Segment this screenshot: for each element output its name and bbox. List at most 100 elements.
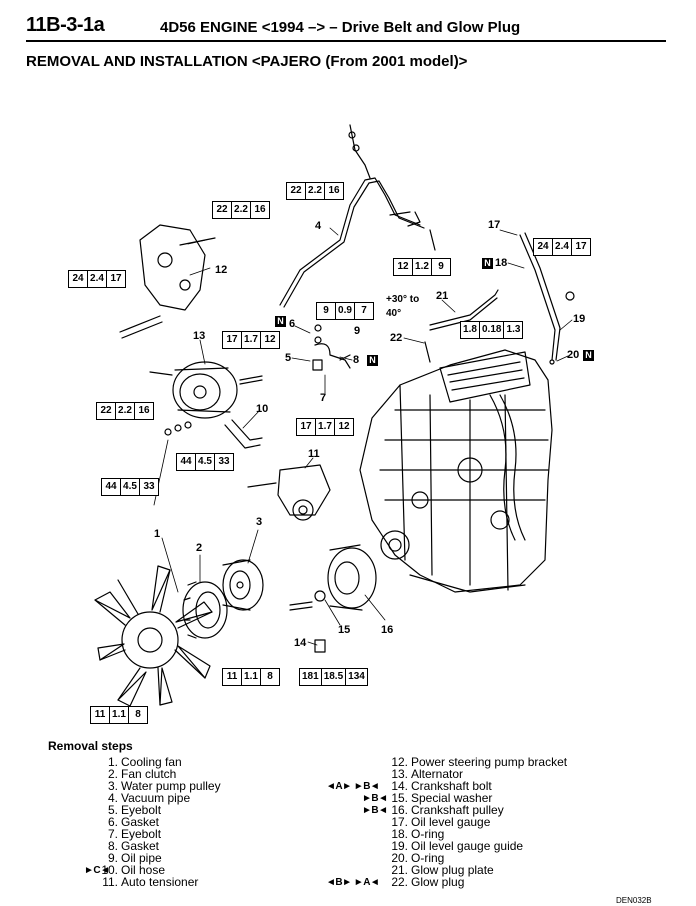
part-label-2: 2 [196,542,203,554]
part-label-16: 16 [381,624,394,636]
torque-ftlb: 17 [106,271,125,287]
ps-bracket [119,224,216,339]
torque-ftlb: 12 [260,332,279,348]
step-item: 17.Oil level gauge [391,815,491,829]
step-item: 7.Eyebolt [107,827,162,841]
alternator [149,361,263,419]
auto-tensioner [247,464,331,521]
torque-nm: 24 [72,273,84,284]
torque-ftlb: 12 [334,419,353,435]
part-label-4: 4 [315,220,322,232]
part-label-9: 9 [354,325,361,337]
part-label-11: 11 [308,448,320,460]
part-label-1: 1 [154,528,161,540]
torque-kgfm: 0.9 [335,303,354,319]
torque-ftlb: 7 [354,303,373,319]
torque-ftlb: 33 [139,479,158,495]
part-label-19: 19 [573,313,586,325]
step-item: 21.Glow plug plate [391,863,494,877]
torque-kgfm: 2.2 [115,403,134,419]
torque-kgfm: 4.5 [120,479,139,495]
part-label-7: 7 [320,392,327,404]
new-part-badge: N [482,258,493,269]
torque-nm: 44 [105,481,117,492]
torque-kgfm: 1.1 [241,669,260,685]
engine-block [359,349,553,593]
section-title: 4D56 ENGINE <1994 –> – Drive Belt and Gl… [160,19,521,36]
step-item: 9.Oil pipe [107,851,162,865]
torque-kgfm: 0.18 [479,322,503,338]
step-item: 6.Gasket [107,815,160,829]
step-marker: ►C◄ [84,865,110,876]
part-label-17: 17 [488,219,501,231]
torque-nm: 44 [180,456,192,467]
torque-kgfm: 1.1 [109,707,128,723]
step-item: 18.O-ring [391,827,445,841]
step-item: 8.Gasket [107,839,160,853]
part-label-20: 20 [567,349,580,361]
torque-nm: 22 [100,405,112,416]
header-rule [26,40,666,42]
step-item: 22.Glow plug [391,875,465,889]
step-item: 5.Eyebolt [107,803,162,817]
part-label-12: 12 [215,264,228,276]
angle-note: +30° to 40° [386,294,420,319]
step-item: 3.Water pump pulley [107,779,221,793]
step-item: 12.Power steering pump bracket [391,755,568,769]
step-marker: ◄A► ►B◄ [326,781,380,792]
part-label-14: 14 [294,637,307,649]
oil-hose [164,419,263,449]
torque-nm: 9 [323,305,329,316]
step-item: 19.Oil level gauge guide [391,839,524,853]
torque-ftlb: 8 [128,707,147,723]
torque-nm: 22 [216,204,228,215]
torque-nm: 1.8 [463,324,477,335]
part-label-3: 3 [256,516,263,528]
glow-plug-plate [424,289,499,363]
torque-nm: 11 [94,709,106,720]
part-label-13: 13 [193,330,206,342]
page-subtitle: REMOVAL AND INSTALLATION <PAJERO (From 2… [26,53,468,70]
torque-ftlb: 1.3 [503,322,522,338]
cooling-fan [94,565,213,707]
part-label-6: 6 [289,318,296,330]
torque-kgfm: 1.7 [315,419,334,435]
torque-kgfm: 4.5 [195,454,214,470]
torque-ftlb: 9 [431,259,450,275]
torque-kgfm: 18.5 [320,669,345,685]
part-label-5: 5 [285,352,292,364]
part-label-8: 8 [353,354,360,366]
document-id: DEN032B [616,896,652,905]
step-marker: ◄B► ►A◄ [326,877,380,888]
water-pump-pulley [222,559,264,611]
step-item: 16.Crankshaft pulley [391,803,504,817]
new-part-badge: N [367,355,378,366]
step-item: 11.Auto tensioner [102,875,199,889]
step-item: 4.Vacuum pipe [107,791,191,805]
torque-kgfm: 2.2 [231,202,250,218]
torque-ftlb: 16 [134,403,153,419]
step-marker: ►B◄ [362,805,388,816]
torque-nm: 17 [300,421,312,432]
new-part-badge: N [275,316,286,327]
fan-clutch [182,581,228,639]
exploded-diagram [94,124,575,707]
torque-nm: 17 [226,334,238,345]
part-label-15: 15 [338,624,351,636]
torque-kgfm: 2.4 [552,239,571,255]
torque-nm: 24 [537,241,549,252]
torque-kgfm: 1.2 [412,259,431,275]
step-item: 15.Special washer [391,791,493,805]
vacuum-pipe [279,124,436,308]
part-label-21: 21 [436,290,449,302]
